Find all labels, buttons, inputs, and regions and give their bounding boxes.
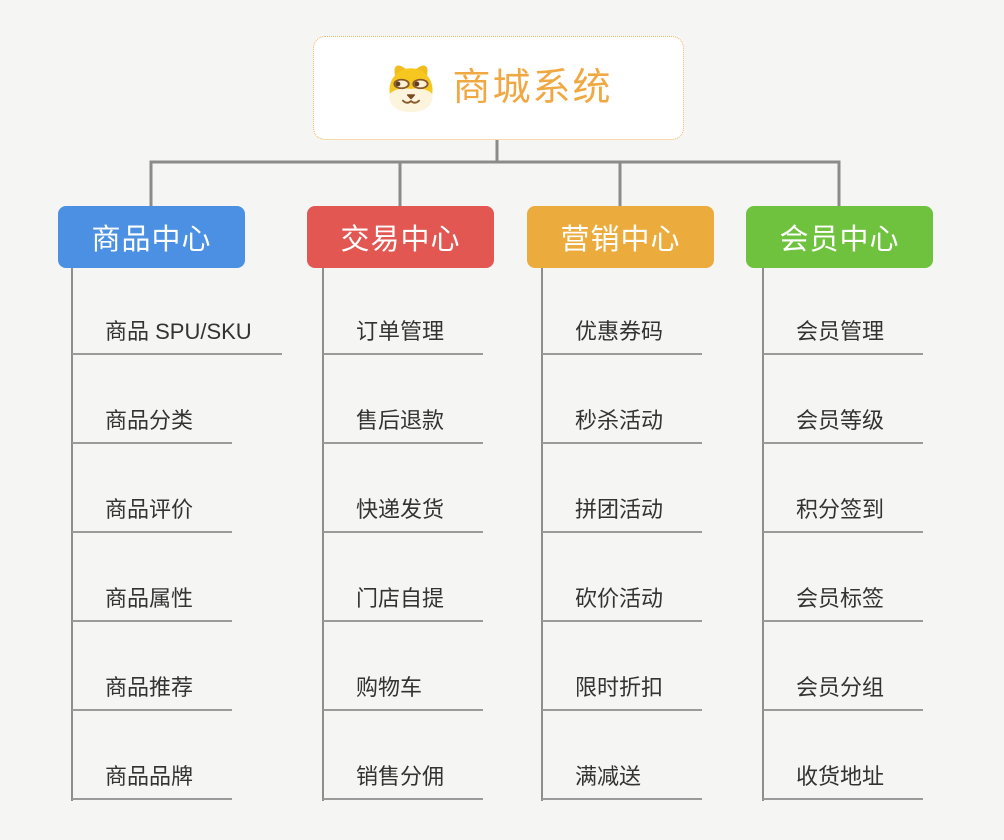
child-node[interactable]: 会员管理 xyxy=(763,268,923,355)
child-node[interactable]: 收货地址 xyxy=(763,711,923,800)
child-node[interactable]: 商品属性 xyxy=(72,533,232,622)
child-node[interactable]: 商品推荐 xyxy=(72,622,232,711)
child-node[interactable]: 满减送 xyxy=(542,711,702,800)
root-node[interactable]: 商城系统 xyxy=(313,36,684,140)
child-node[interactable]: 售后退款 xyxy=(323,355,483,444)
doge-icon xyxy=(389,65,434,113)
child-node[interactable]: 销售分佣 xyxy=(323,711,483,800)
child-node[interactable]: 会员标签 xyxy=(763,533,923,622)
child-node[interactable]: 优惠券码 xyxy=(542,268,702,355)
child-node[interactable]: 限时折扣 xyxy=(542,622,702,711)
branch-children-trade-center: 订单管理 售后退款 快递发货 门店自提 购物车 销售分佣 xyxy=(323,268,483,800)
child-node[interactable]: 会员分组 xyxy=(763,622,923,711)
child-node[interactable]: 会员等级 xyxy=(763,355,923,444)
branch-children-product-center: 商品 SPU/SKU 商品分类 商品评价 商品属性 商品推荐 商品品牌 xyxy=(72,268,282,800)
branch-header-member-center[interactable]: 会员中心 xyxy=(746,206,933,268)
child-node[interactable]: 快递发货 xyxy=(323,444,483,533)
child-node[interactable]: 秒杀活动 xyxy=(542,355,702,444)
branch-header-trade-center[interactable]: 交易中心 xyxy=(307,206,494,268)
branch-children-member-center: 会员管理 会员等级 积分签到 会员标签 会员分组 收货地址 xyxy=(763,268,923,800)
child-node[interactable]: 商品分类 xyxy=(72,355,232,444)
root-title: 商城系统 xyxy=(452,67,613,109)
child-node[interactable]: 积分签到 xyxy=(763,444,923,533)
child-node[interactable]: 商品评价 xyxy=(72,444,232,533)
branch-header-marketing-center[interactable]: 营销中心 xyxy=(527,206,714,268)
branch-header-product-center[interactable]: 商品中心 xyxy=(58,206,245,268)
branch-children-marketing-center: 优惠券码 秒杀活动 拼团活动 砍价活动 限时折扣 满减送 xyxy=(542,268,702,800)
top-connectors xyxy=(149,140,841,206)
child-node[interactable]: 购物车 xyxy=(323,622,483,711)
child-node[interactable]: 砍价活动 xyxy=(542,533,702,622)
child-node[interactable]: 拼团活动 xyxy=(542,444,702,533)
child-node[interactable]: 订单管理 xyxy=(323,268,483,355)
child-node[interactable]: 商品 SPU/SKU xyxy=(72,268,282,355)
child-node[interactable]: 商品品牌 xyxy=(72,711,232,800)
child-node[interactable]: 门店自提 xyxy=(323,533,483,622)
